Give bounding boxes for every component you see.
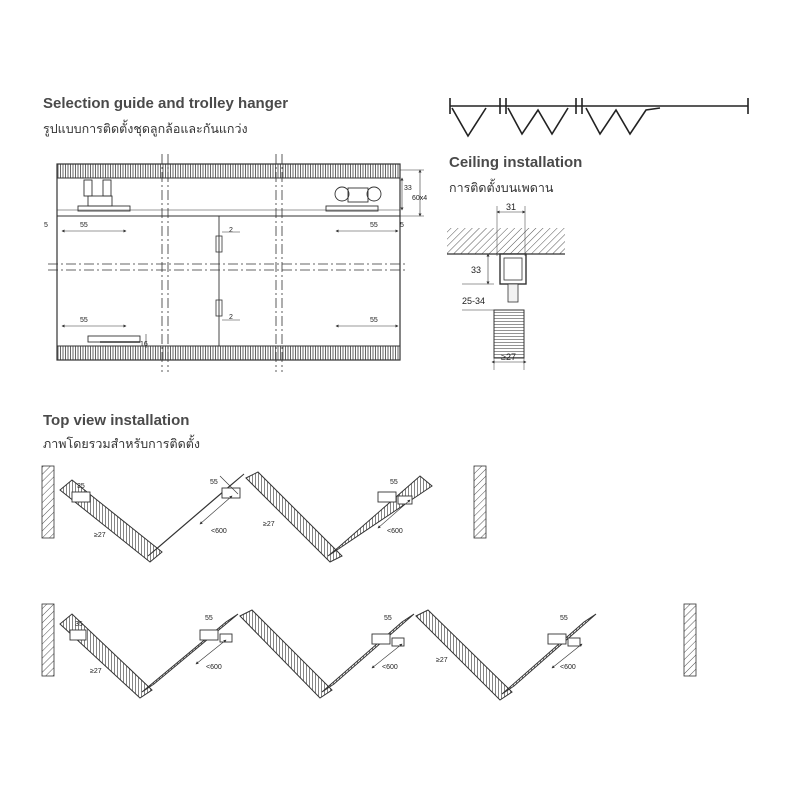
row1-dim-600-a: <600 (211, 528, 227, 535)
top-view-installation-title: Top view installation (43, 412, 190, 429)
row1-panels (59, 471, 433, 563)
row1-dim-35: 35 (77, 483, 85, 490)
top-view-installation-subtitle: ภาพโดยรวมสำหรับการติดตั้ง (43, 436, 200, 451)
top-view-row-1 (41, 465, 487, 563)
row2-hardware (69, 629, 581, 647)
row2-dim-600-b: <600 (382, 664, 398, 671)
row2-dim-min-27-b: ≥27 (436, 657, 448, 664)
selection-guide-title: Selection guide and trolley hanger (43, 95, 289, 112)
dim-55-top-left: 55 (80, 222, 88, 229)
dim-16: 16 (140, 341, 148, 348)
dim-55-top-right: 55 (370, 222, 378, 229)
dim-25-34: 25-34 (462, 296, 485, 306)
selection-guide-subtitle: รูปแบบการติดตั้งชุดลูกล้อและกันแกว่ง (43, 121, 248, 136)
top-view-row-2 (41, 603, 697, 701)
row1-dim-min-27-b: ≥27 (263, 521, 275, 528)
dim-55-bottom-left: 55 (80, 317, 88, 324)
dim-2-top: 2 (229, 227, 233, 234)
dim-5-left: 5 (44, 222, 48, 229)
front-elevation-drawing (48, 154, 424, 372)
row2-dim-600-a: <600 (206, 664, 222, 671)
dim-2-bottom: 2 (229, 314, 233, 321)
row2-dim-55-c: 55 (560, 615, 568, 622)
dim-min-27-ceiling: ≥27 (501, 352, 516, 362)
row2-dim-min-27-a: ≥27 (90, 668, 102, 675)
dim-60x4: 60x4 (412, 195, 427, 202)
folding-pattern-icons (449, 98, 749, 138)
dim-33-ceiling: 33 (471, 265, 481, 275)
row1-hardware (71, 487, 413, 505)
row1-dim-55-a: 55 (210, 479, 218, 486)
dim-33: 33 (404, 185, 412, 192)
ceiling-installation-title: Ceiling installation (449, 154, 583, 171)
row2-dim-35: 35 (75, 621, 83, 628)
dim-5-right: 5 (400, 222, 404, 229)
top-view-row-2-labels: 35 ≥27 55 <600 55 <600 ≥27 55 <600 (75, 615, 576, 675)
row1-dim-600-b: <600 (387, 528, 403, 535)
row2-panels (59, 609, 597, 701)
ceiling-installation-subtitle: การติดตั้งบนเพดาน (449, 180, 554, 195)
row1-dim-55-b: 55 (390, 479, 398, 486)
ceiling-section-drawing (447, 206, 565, 370)
dim-31: 31 (506, 202, 516, 212)
dim-55-bottom-right: 55 (370, 317, 378, 324)
row2-dim-600-c: <600 (560, 664, 576, 671)
row2-dim-55-a: 55 (205, 615, 213, 622)
row2-dim-55-b: 55 (384, 615, 392, 622)
front-elevation-labels: 5 5 55 55 55 55 2 2 16 33 60x4 (44, 185, 427, 348)
top-view-row-1-labels: 35 ≥27 55 <600 ≥27 55 <600 (77, 479, 403, 539)
row1-dim-min-27-a: ≥27 (94, 532, 106, 539)
ceiling-section-labels: 31 33 25-34 ≥27 (462, 202, 516, 362)
